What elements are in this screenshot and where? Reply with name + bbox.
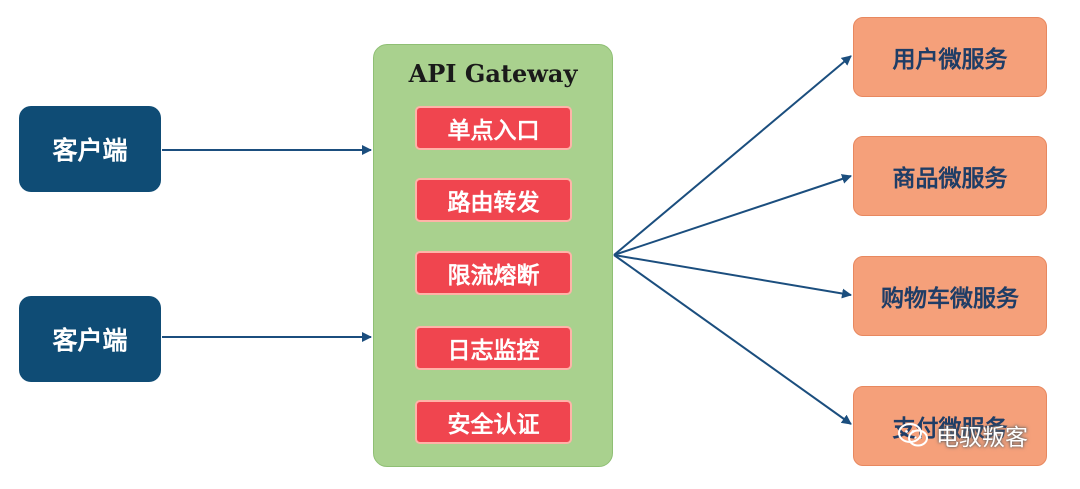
arrow-gateway-to-service-1 xyxy=(613,55,852,256)
arrow-gateway-to-service-2 xyxy=(613,174,852,256)
service-label: 购物车微服务 xyxy=(881,286,1019,312)
feature-rate-limit-circuit-break: 限流熔断 xyxy=(415,251,572,295)
arrow-gateway-to-service-3 xyxy=(613,254,852,299)
api-gateway-box: API Gateway 单点入口 路由转发 限流熔断 日志监控 安全认证 xyxy=(373,44,613,467)
feature-security-auth: 安全认证 xyxy=(415,400,572,444)
feature-single-entry: 单点入口 xyxy=(415,106,572,150)
feature-routing: 路由转发 xyxy=(415,178,572,222)
service-box-product: 商品微服务 xyxy=(853,136,1047,216)
client-box: 客户端 xyxy=(19,106,161,192)
client-label: 客户端 xyxy=(52,326,128,355)
service-label: 支付微服务 xyxy=(892,416,1008,442)
feature-log-monitoring: 日志监控 xyxy=(415,326,572,370)
service-box-user: 用户微服务 xyxy=(853,17,1047,97)
arrow-gateway-to-service-4 xyxy=(613,254,852,425)
watermark-text: 电驭叛客 xyxy=(936,425,1028,451)
client-box: 客户端 xyxy=(19,296,161,382)
client-label: 客户端 xyxy=(52,136,128,165)
watermark: 电驭叛客 xyxy=(898,418,1028,452)
service-label: 商品微服务 xyxy=(892,166,1008,192)
service-label: 用户微服务 xyxy=(892,47,1008,73)
gateway-title: API Gateway xyxy=(408,59,578,88)
service-box-cart: 购物车微服务 xyxy=(853,256,1047,336)
wechat-icon xyxy=(898,423,928,447)
service-box-payment: 支付微服务 xyxy=(853,386,1047,466)
